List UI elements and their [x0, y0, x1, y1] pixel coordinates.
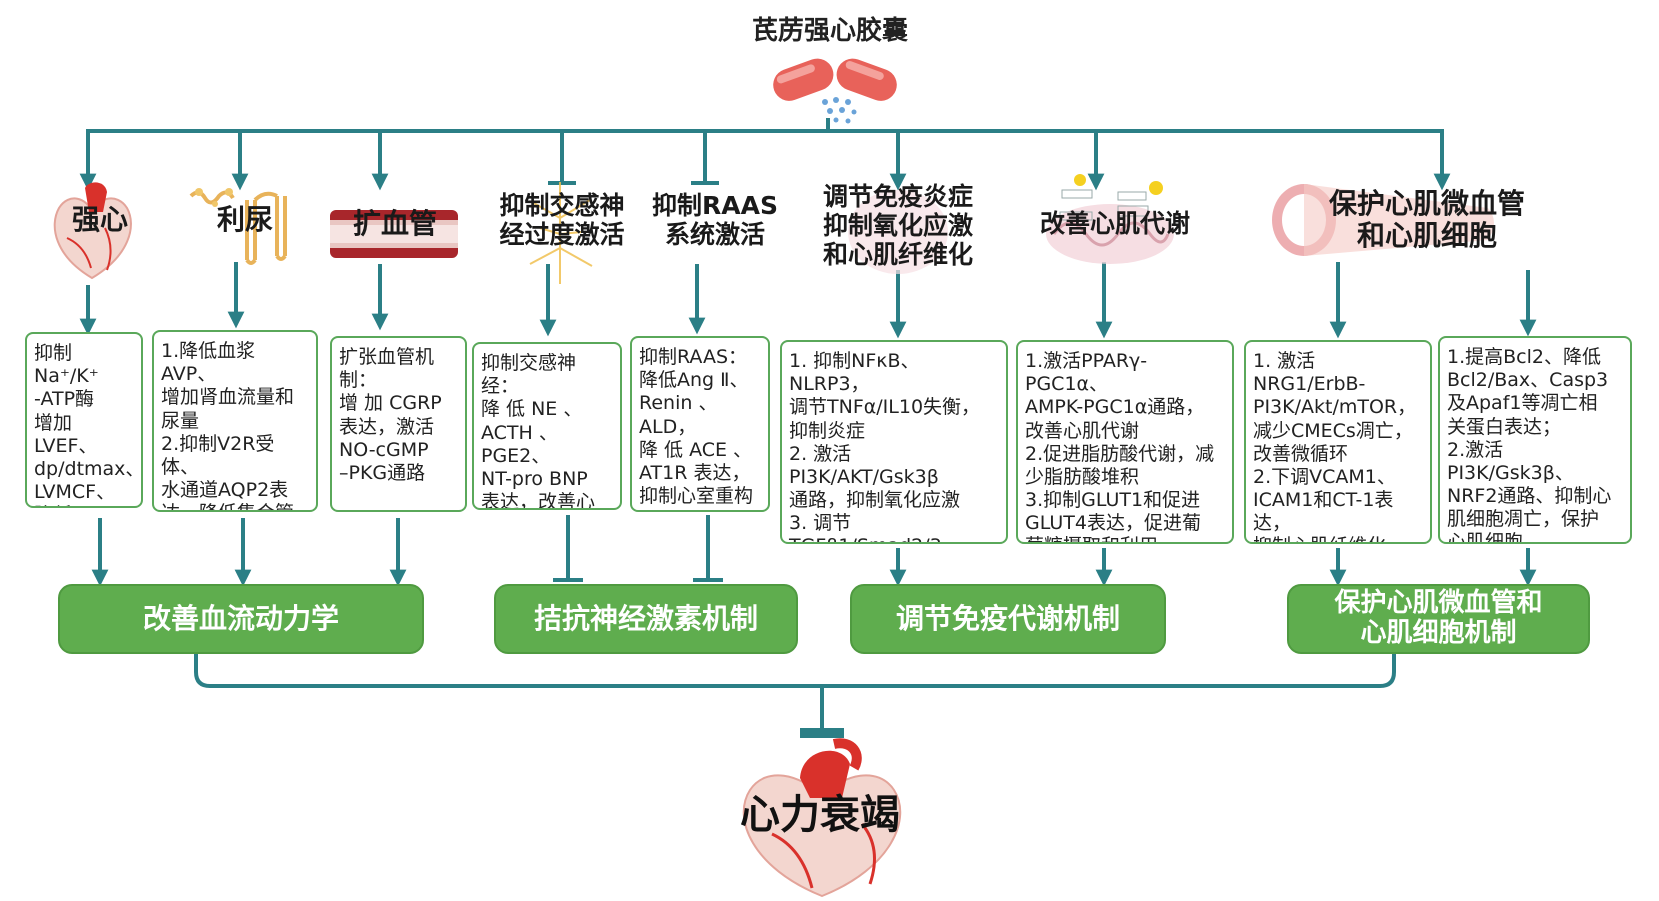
mechanism-neurohormonal: 拮抗神经激素机制 [494, 584, 798, 654]
outcome-label: 心力衰竭 [740, 792, 900, 838]
outcome-inhibit-bar [800, 728, 844, 738]
kidney-icon [189, 188, 287, 265]
mechanism-immune-metabolic: 调节免疫代谢机制 [850, 584, 1166, 654]
mechanism-hemodynamics: 改善血流动力学 [58, 584, 424, 654]
nerve-icon [529, 182, 593, 284]
heading-metabolism: 改善心肌代谢 [1039, 209, 1190, 238]
capsule-icon [773, 58, 897, 124]
detail-box-sympathetic: 抑制交感神经： 降 低 NE 、 ACTH 、 PGE2、 NT-pro BNP… [472, 342, 622, 510]
detail-box-cardiotonic: 抑制Na⁺/K⁺ -ATP酶 增加LVEF、 dp/dtmax、 LVMCF、 … [25, 332, 143, 508]
bottom-collector-line [194, 652, 1396, 688]
heading-vasodilation: 扩血管 [352, 207, 437, 240]
detail-box-cardiomyocyte: 1.提高Bcl2、降低 Bcl2/Bax、Casp3 及Apaf1等凋亡相 关蛋… [1438, 336, 1632, 544]
detail-box-raas: 抑制RAAS： 降低Ang Ⅱ、 Renin 、 ALD， 降 低 ACE 、 … [630, 336, 770, 512]
blood-vessel-icon [330, 210, 458, 258]
detail-box-immune: 1. 抑制NFκB、NLRP3， 调节TNFα/IL10失衡， 抑制炎症 2. … [780, 340, 1008, 544]
detail-box-metabolism: 1.激活PPARγ-PGC1α、 AMPK-PGC1α通路， 改善心肌代谢 2.… [1016, 340, 1234, 544]
heading-cardiotonic: 强心 [71, 203, 128, 236]
heading-raas: 抑制RAAS 系统激活 [652, 191, 778, 249]
detail-box-diuretic: 1.降低血浆AVP、 增加肾血流量和 尿量 2.抑制V2R受体、 水通道AQP2… [152, 330, 318, 512]
heart-icon [53, 182, 132, 280]
mechanism-microvascular: 保护心肌微血管和 心肌细胞机制 [1287, 584, 1590, 654]
heading-microvascular: 保护心肌微血管 和心肌细胞 [1328, 187, 1525, 253]
heading-sympathetic: 抑制交感神 经过度激活 [499, 191, 625, 249]
heading-immune: 调节免疫炎症 抑制氧化应激 和心肌纤维化 [822, 182, 973, 269]
detail-box-vasodilation: 扩张血管机 制： 增 加 CGRP 表达，激活 NO-cGMP –PKG通路 [330, 336, 467, 512]
immune-cell-icon [848, 190, 948, 274]
heart-failure-icon [742, 738, 902, 898]
detail-box-microvascular: 1. 激活NRG1/ErbB- PI3K/Akt/mTOR， 减少CMECs凋亡… [1244, 340, 1432, 544]
heading-diuretic: 利尿 [216, 203, 273, 236]
vessel-section-icon [1272, 184, 1494, 256]
mitochondria-icon [1046, 174, 1174, 264]
drug-title: 芪苈强心胶囊 [751, 16, 908, 46]
